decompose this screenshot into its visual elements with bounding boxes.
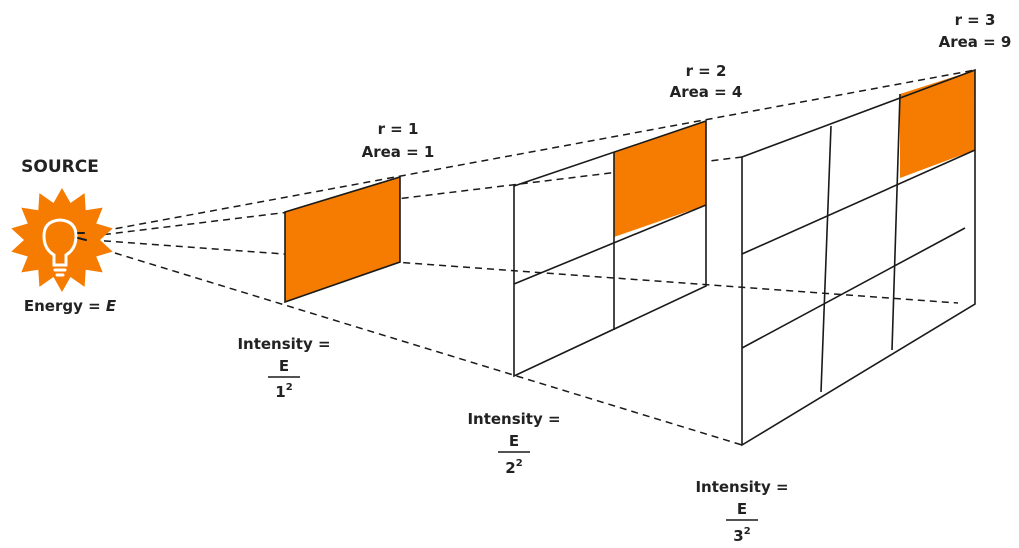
panel-r2-area-cell [614,121,706,237]
panel-r2-intensity-label: Intensity = [467,410,560,428]
panel-r3-radius-label: r = 3 [955,11,996,29]
panel-r3-denominator: 32 [733,526,750,545]
ray-bottom [91,245,743,446]
panel-r1-denominator: 12 [275,382,292,401]
panel-r1-area-label: Area = 1 [362,143,435,161]
panel-r2-radius-label: r = 2 [686,62,727,80]
starburst-icon [11,188,113,292]
panel-r3-area-label: Area = 9 [939,33,1012,51]
ray-lower [91,239,959,304]
panel-r3-grid-horizontal-1 [741,149,976,255]
panel-r3-frame [741,68,976,447]
panel-r1-area-cell [284,175,401,304]
panel-r1 [284,175,401,304]
panel-r3 [741,68,976,447]
lightbulb-icon [42,218,87,277]
ray-top [91,69,976,234]
source-emitter [11,188,113,292]
panel-r2-area-label: Area = 4 [670,83,743,101]
panel-r3-area-cell [900,70,975,178]
source-title: SOURCE [21,157,99,177]
panel-r2 [513,119,707,378]
panel-r3-intensity-label: Intensity = [695,478,788,496]
panel-r3-grid-horizontal-2 [741,227,966,349]
panel-r2-grid-horizontal [513,204,707,285]
projection-rays [91,69,976,446]
panel-r1-numerator: E [279,357,289,375]
panel-r3-numerator: E [737,500,747,518]
panel-r3-grid-vertical-1 [820,125,832,393]
panel-r2-frame [513,119,707,378]
panel-r2-numerator: E [509,432,519,450]
panel-r3-grid-vertical-2 [891,93,901,351]
energy-label: Energy = E [24,297,117,315]
panel-r1-radius-label: r = 1 [378,120,419,138]
panel-r1-intensity-label: Intensity = [237,335,330,353]
panel-r2-denominator: 22 [505,458,522,477]
